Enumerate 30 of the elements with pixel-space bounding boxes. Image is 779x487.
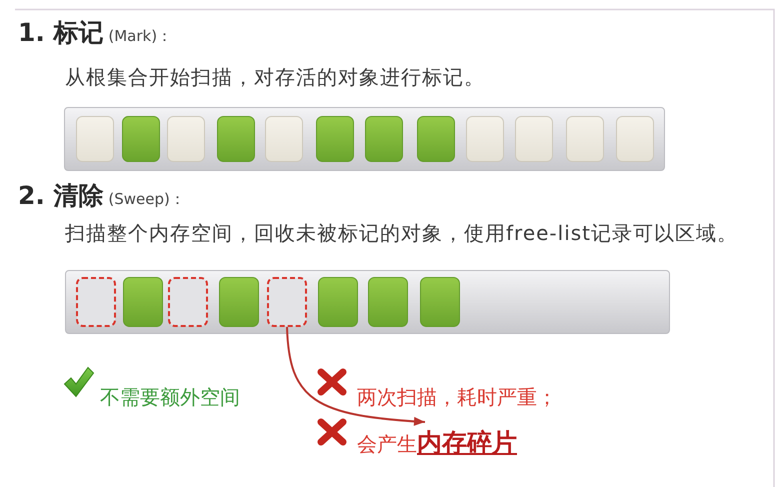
unmarked-cell xyxy=(515,116,553,162)
unmarked-cell xyxy=(566,116,604,162)
unmarked-cell xyxy=(466,116,504,162)
section-heading: 2. 清除 (Sweep)： xyxy=(18,180,185,212)
freed-slot xyxy=(168,277,208,327)
marked-cell xyxy=(123,277,163,327)
marked-cell xyxy=(318,277,358,327)
freed-slot xyxy=(76,277,116,327)
marked-cell xyxy=(368,277,408,327)
section-heading: 1. 标记 (Mark)： xyxy=(18,17,172,49)
memory-bar xyxy=(65,270,670,334)
marked-cell xyxy=(365,116,403,162)
unmarked-cell xyxy=(616,116,654,162)
marked-cell xyxy=(219,277,259,327)
advantage-text: 不需要额外空间 xyxy=(100,385,240,409)
freed-slot xyxy=(267,277,307,327)
marked-cell xyxy=(420,277,460,327)
drawback-text: 会产生内存碎片 xyxy=(357,422,517,459)
description-text: 从根集合开始扫描，对存活的对象进行标记。 xyxy=(65,64,485,90)
drawback-text: 两次扫描，耗时严重； xyxy=(357,384,557,411)
unmarked-cell xyxy=(76,116,114,162)
marked-cell xyxy=(122,116,160,162)
unmarked-cell xyxy=(265,116,303,162)
description-text: 扫描整个内存空间，回收未被标记的对象，使用free-list记录可以区域。 xyxy=(65,220,738,246)
unmarked-cell xyxy=(167,116,205,162)
marked-cell xyxy=(417,116,455,162)
arrow xyxy=(286,326,426,426)
memory-bar xyxy=(64,107,665,171)
marked-cell xyxy=(217,116,255,162)
marked-cell xyxy=(316,116,354,162)
